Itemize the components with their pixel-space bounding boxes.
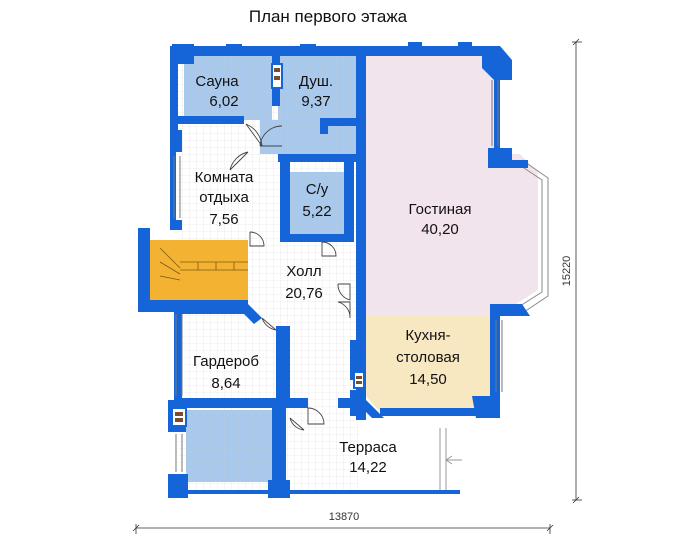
bay-window-frame-outer (521, 159, 549, 313)
room-kitchen-area: 14,50 (409, 371, 447, 388)
room-rest-name-1: Комната (195, 169, 254, 186)
dimension-width: 13870 (329, 511, 360, 523)
wc-tiles (290, 172, 344, 234)
room-shower-name: Душ. (299, 73, 333, 90)
room-terrace-area: 14,22 (349, 459, 387, 476)
room-rest-area: 7,56 (209, 211, 238, 228)
doors (229, 123, 351, 431)
room-hall-name: Холл (286, 263, 321, 280)
room-living-area: 40,20 (421, 221, 459, 238)
sauna-tiles (184, 56, 272, 120)
room-shower-area: 9,37 (301, 93, 330, 110)
windows (173, 80, 503, 472)
living-floor (366, 56, 538, 316)
room-sauna-area: 6,02 (209, 93, 238, 110)
room-hall-area: 20,76 (285, 285, 323, 302)
stair-steps (159, 247, 248, 281)
vent-shafts (171, 63, 365, 427)
kitchen-floor (366, 316, 490, 412)
room-wardrobe-name: Гардероб (193, 353, 259, 370)
room-kitchen-name-1: Кухня- (405, 327, 450, 344)
room-wardrobe-area: 8,64 (211, 375, 240, 392)
plan-title: План первого этажа (249, 7, 408, 26)
terrace-railing (439, 428, 462, 492)
dimension-height: 15220 (561, 256, 573, 287)
bay-window-frame-inner (517, 163, 543, 307)
staircase-wall (138, 228, 248, 312)
room-kitchen-name-2: столовая (396, 349, 460, 366)
room-wc-name: С/у (306, 181, 329, 198)
room-sauna-name: Сауна (195, 73, 239, 90)
room-rest-name-2: отдыха (199, 189, 249, 206)
room-wc-area: 5,22 (302, 203, 331, 220)
dimension-lines (132, 38, 582, 534)
shower-tiles (260, 56, 356, 154)
room-living-name: Гостиная (409, 201, 472, 218)
storage-tiles (186, 410, 272, 482)
room-terrace-name: Терраса (339, 439, 397, 456)
